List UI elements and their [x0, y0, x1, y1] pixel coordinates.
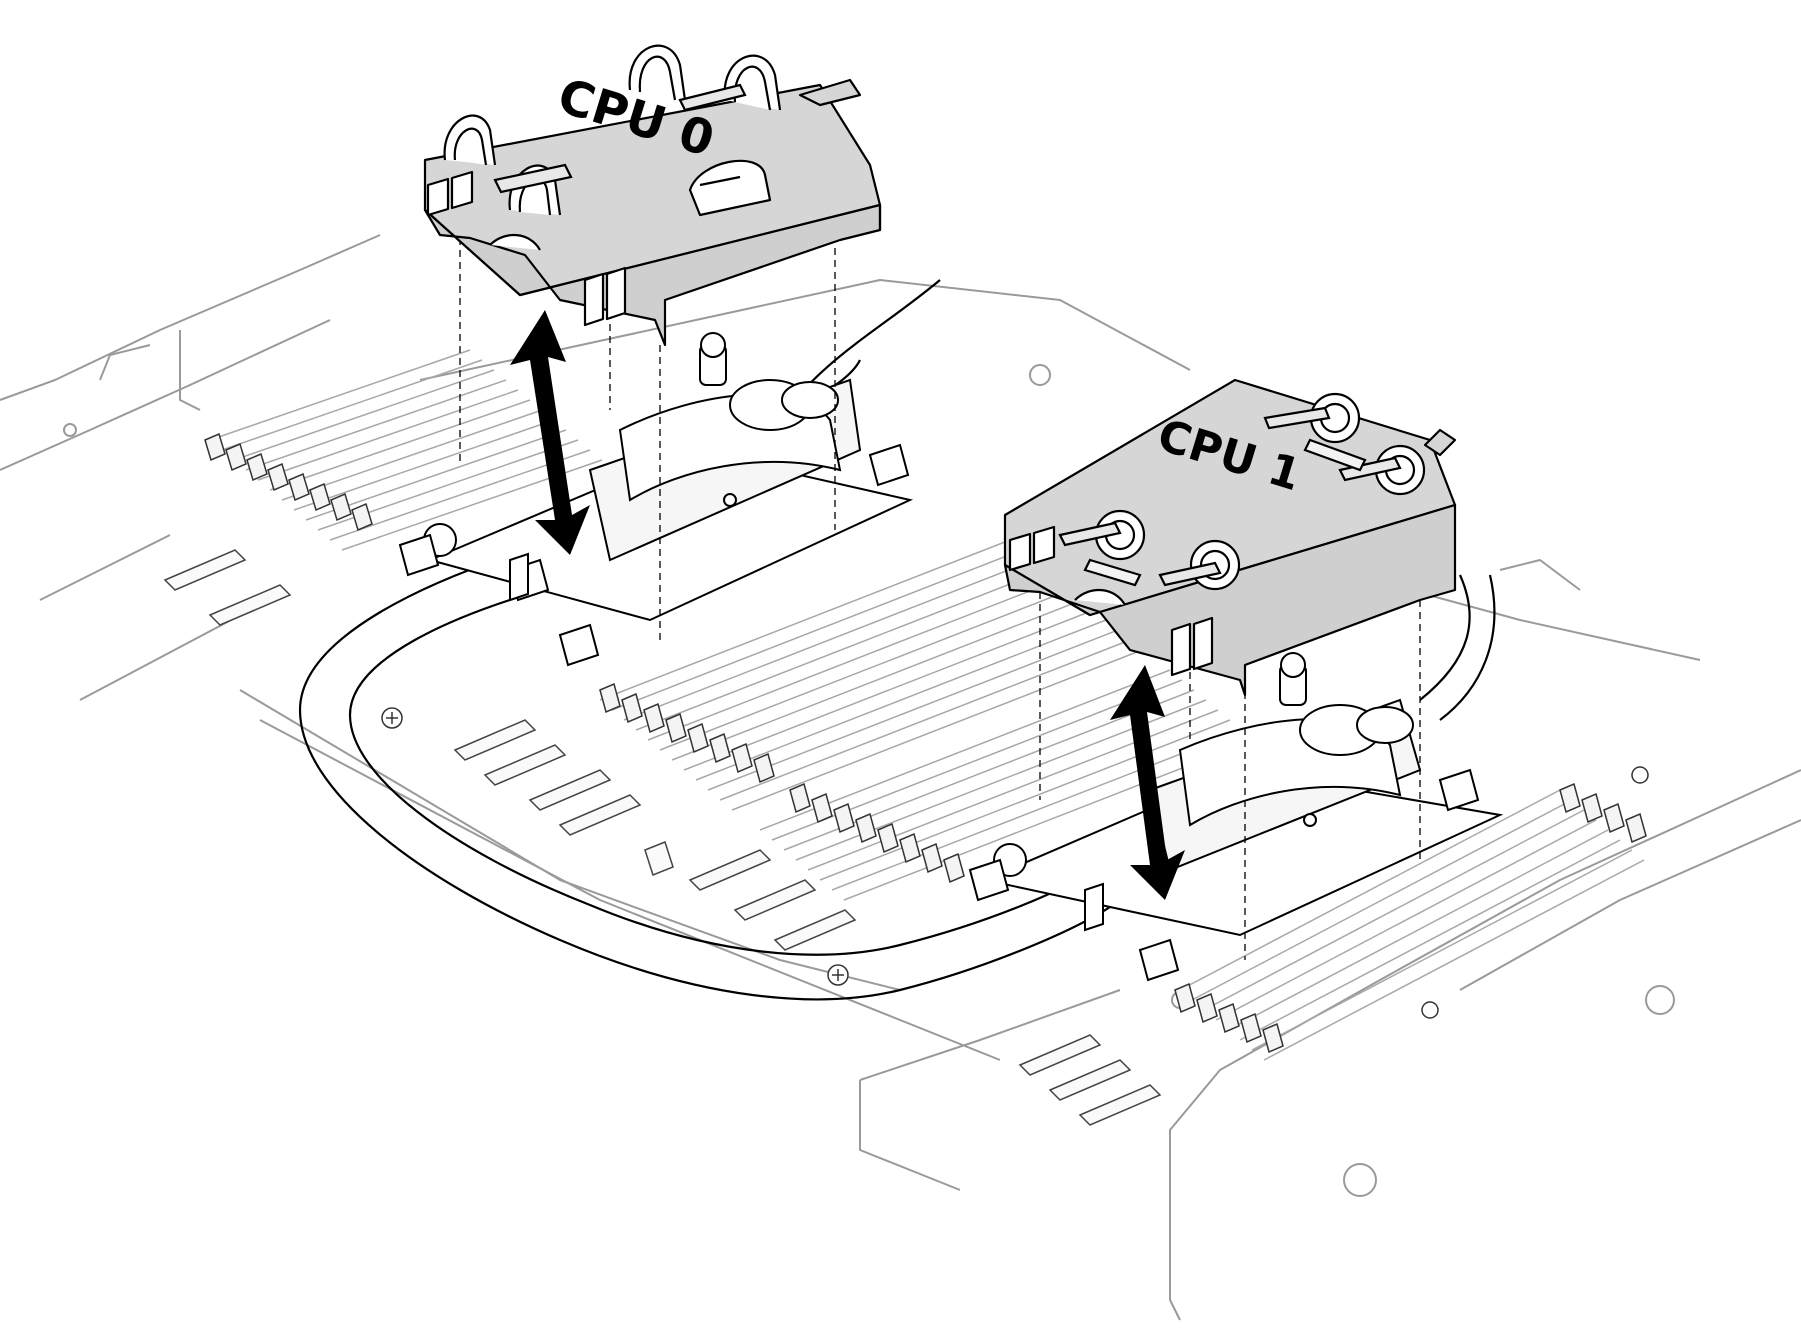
dimm-latches: [204, 432, 1647, 1054]
double-arrow-icon: [510, 310, 1185, 900]
cpu0-cold-plate: [398, 332, 914, 667]
board-connectors: [163, 549, 1162, 1126]
chassis: [0, 234, 1801, 1321]
cpu0-cover: [423, 78, 882, 347]
alignment-lines: [459, 238, 1421, 960]
cable-clip-icon: [1058, 392, 1426, 591]
cable-clip-icon: [443, 44, 782, 216]
dimm-slots-right: [1179, 789, 1645, 1061]
screw-icon: [381, 707, 1649, 1019]
